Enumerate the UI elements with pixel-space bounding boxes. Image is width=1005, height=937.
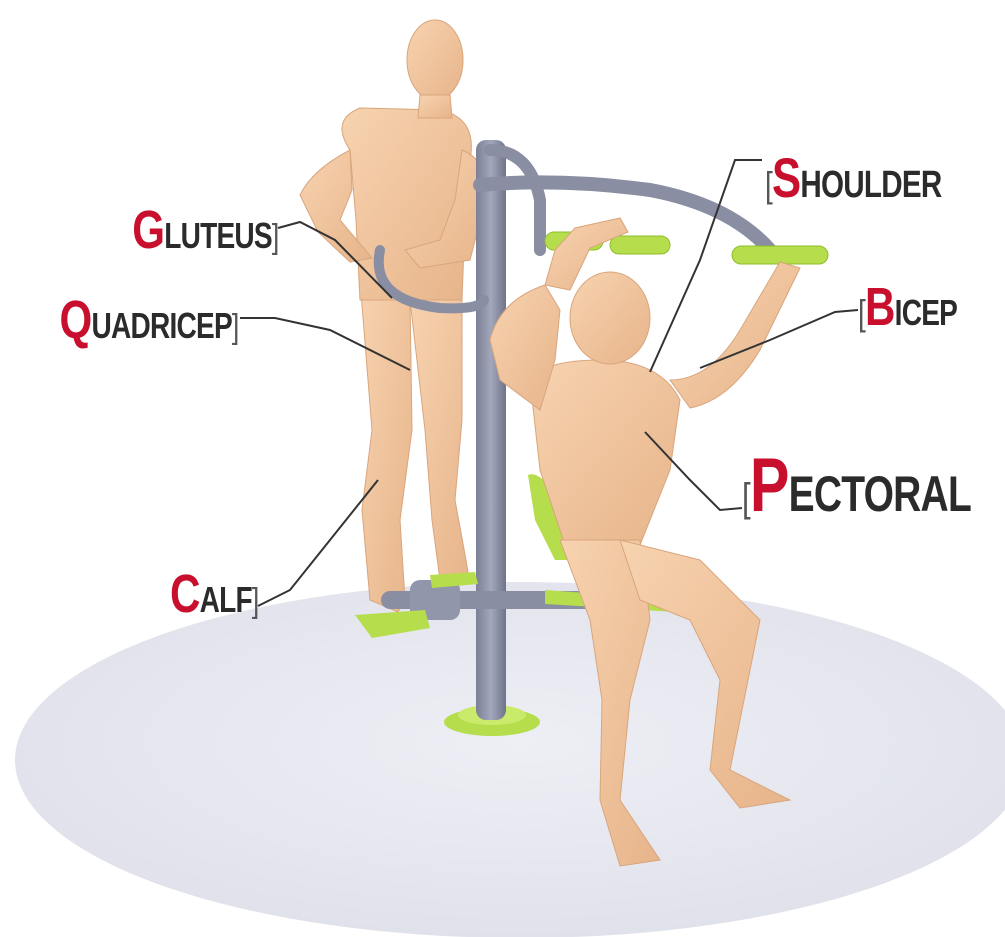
ground-platform <box>15 582 1005 937</box>
label-calf: CALF] <box>170 567 258 621</box>
label-quadricep: QUADRICEP] <box>59 293 238 347</box>
label-pectoral: [PECTORAL <box>742 448 971 524</box>
standing-figure <box>300 20 488 612</box>
main-pole <box>476 140 506 720</box>
label-gluteus: GLUTEUS] <box>132 203 278 257</box>
label-shoulder: [SHOULDER <box>765 150 941 206</box>
label-bicep: [BICEP <box>858 280 957 334</box>
